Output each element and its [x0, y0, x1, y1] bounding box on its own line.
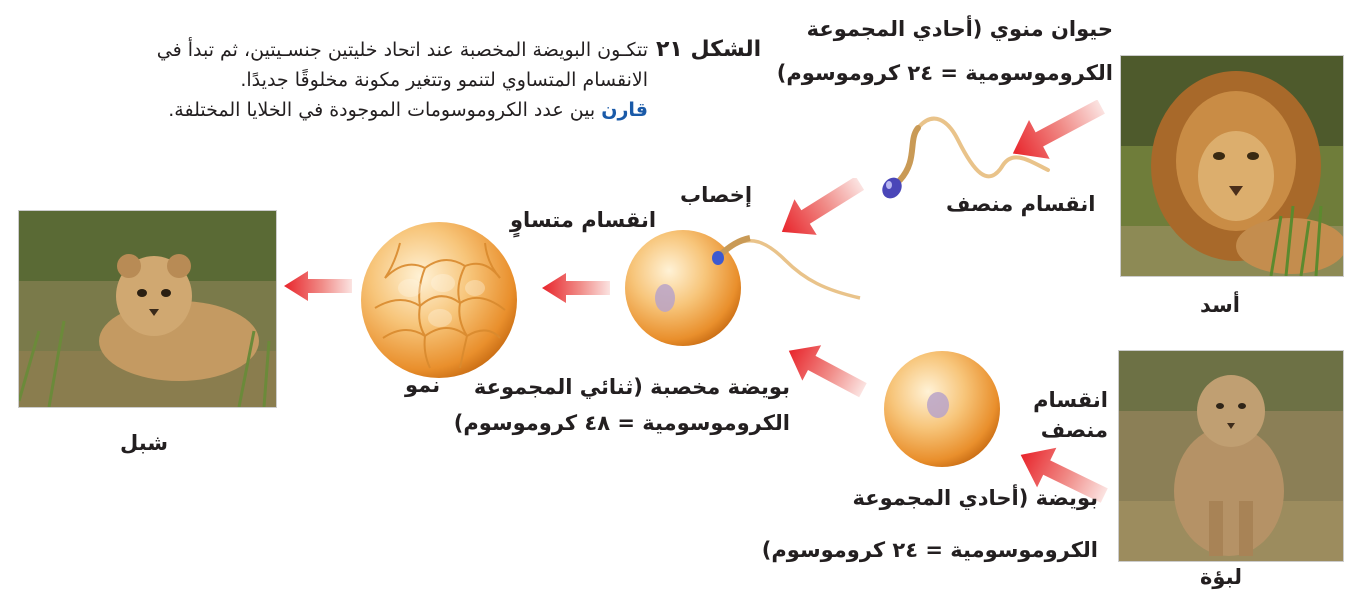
egg-label-line-2: الكروموسومية = ٢٤ كروموسوم)	[740, 535, 1098, 565]
lion-label: أسد	[1200, 290, 1240, 320]
sperm-label: حيوان منوي (أحادي المجموعة الكروموسومية …	[758, 14, 1113, 88]
figure-label: الشكل ٢١	[656, 37, 761, 62]
meiosis-bottom-label: انقسام منصف	[1010, 385, 1108, 445]
lioness-photo	[1118, 350, 1344, 562]
caption-line-1: تتكـون البويضة المخصبة عند اتحاد خليتين …	[0, 35, 648, 65]
egg-label-line-1: بويضة (أحادي المجموعة	[740, 483, 1098, 513]
fertilization-label: إخصاب	[680, 180, 752, 210]
caption-line-2: الانقسام المتساوي لتنمو وتتغير مكونة مخل…	[0, 65, 648, 95]
cub-label: شبل	[120, 428, 168, 458]
cub-photo	[18, 210, 277, 408]
embryo-cell-cluster	[355, 218, 525, 383]
arrow-lion-to-sperm	[1002, 100, 1112, 160]
zygote-label-line-2: الكروموسومية = ٤٨ كروموسوم)	[455, 408, 790, 438]
sperm-label-line-1: حيوان منوي (أحادي المجموعة	[758, 14, 1113, 44]
meiosis-bottom-line-1: انقسام	[1010, 385, 1108, 415]
meiosis-bottom-line-2: منصف	[1010, 415, 1108, 445]
arrow-sperm-to-egg	[770, 178, 870, 238]
growth-label: نمو	[405, 370, 440, 400]
zygote-label-line-1: بويضة مخصبة (ثنائي المجموعة	[455, 372, 790, 402]
egg-label: بويضة (أحادي المجموعة الكروموسومية = ٢٤ …	[740, 483, 1098, 565]
zygote-label: بويضة مخصبة (ثنائي المجموعة الكروموسومية…	[455, 372, 790, 438]
mitosis-label: انقسام متساوٍ	[510, 205, 656, 235]
lioness-label: لبؤة	[1200, 562, 1242, 592]
meiosis-top-label: انقسام منصف	[946, 189, 1095, 219]
caption-question: قارن بين عدد الكروموسومات الموجودة في ال…	[0, 95, 648, 125]
egg-cell	[880, 345, 1010, 475]
arrow-egg-to-zygote	[780, 340, 870, 400]
arrow-embryo-to-cub	[282, 268, 354, 304]
question-text: بين عدد الكروموسومات الموجودة في الخلايا…	[168, 99, 601, 121]
sperm-label-line-2: الكروموسومية = ٢٤ كروموسوم)	[758, 58, 1113, 88]
figure-caption: تتكـون البويضة المخصبة عند اتحاد خليتين …	[0, 35, 648, 125]
lion-photo	[1120, 55, 1344, 277]
question-keyword: قارن	[601, 99, 648, 121]
arrow-zygote-to-embryo	[540, 270, 612, 306]
